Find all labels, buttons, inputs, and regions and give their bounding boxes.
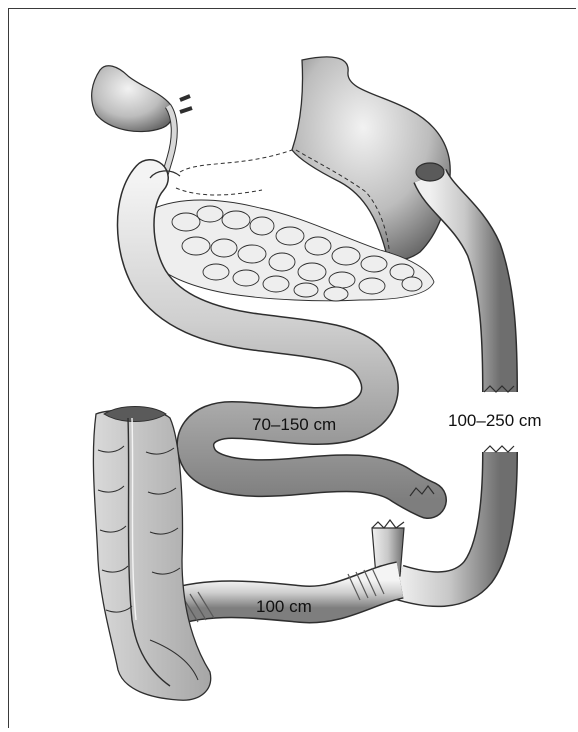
alimentary-limb-length-label: 70–150 cm <box>252 415 336 434</box>
resected-stomach-outline <box>176 150 292 195</box>
common-channel-length-label: 100 cm <box>256 597 312 616</box>
biliopancreatic-limb-length-label: 100–250 cm <box>448 411 542 430</box>
bile-duct <box>164 96 192 178</box>
distal-limb <box>398 446 514 589</box>
gallbladder <box>92 66 173 132</box>
